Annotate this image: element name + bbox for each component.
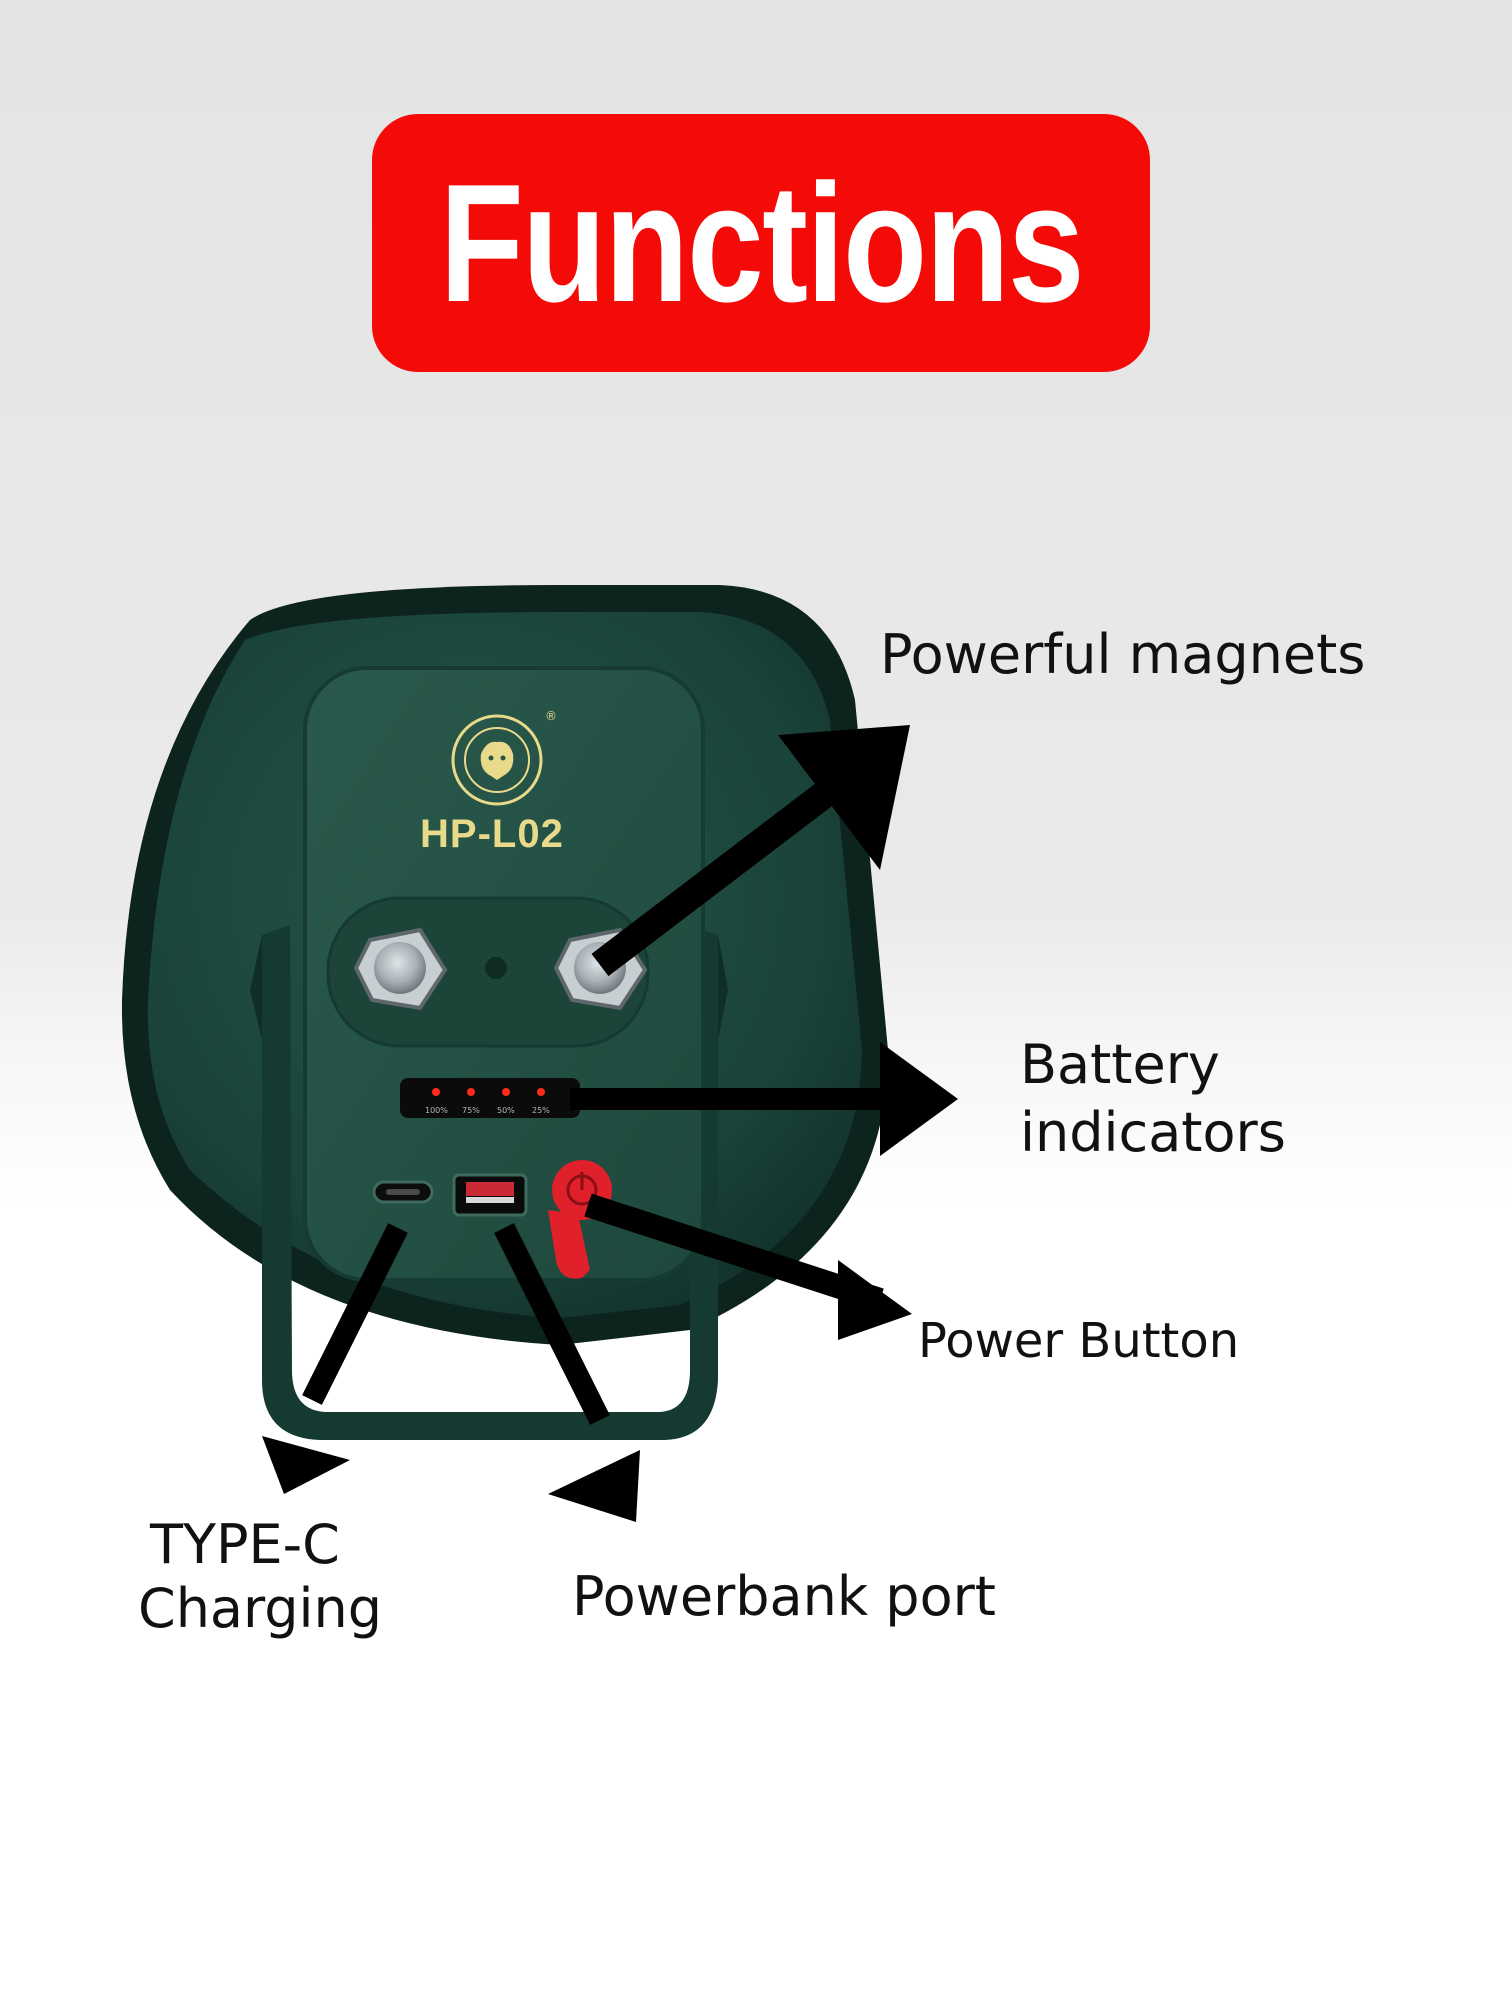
led-25: [537, 1088, 545, 1096]
arrow-powerbank: [494, 1223, 640, 1522]
arrow-power: [584, 1193, 912, 1340]
model-number: HP-L02: [420, 812, 564, 856]
brand-seal: ®: [451, 709, 557, 806]
label-typec-line2: Charging: [138, 1577, 383, 1640]
light-sensor: [485, 957, 507, 979]
arrow-typec: [262, 1223, 408, 1494]
banner-title: Functions: [439, 149, 1084, 337]
arrow-magnets: [591, 725, 910, 977]
svg-text:®: ®: [545, 709, 557, 723]
functions-banner: Functions: [372, 114, 1150, 372]
label-powerbank: Powerbank port: [572, 1565, 996, 1628]
label-battery-line2: indicators: [1020, 1101, 1286, 1164]
arrow-battery: [570, 1042, 958, 1156]
led-label-100: 100%: [425, 1106, 448, 1115]
led-label-50: 50%: [497, 1106, 515, 1115]
led-75: [467, 1088, 475, 1096]
label-battery-line1: Battery: [1020, 1033, 1220, 1096]
led-100: [432, 1088, 440, 1096]
label-power-button: Power Button: [918, 1313, 1240, 1369]
led-50: [502, 1088, 510, 1096]
led-label-75: 75%: [462, 1106, 480, 1115]
label-typec-line1: TYPE-C: [150, 1513, 340, 1576]
battery-indicator-strip: [400, 1078, 580, 1118]
led-label-25: 25%: [532, 1106, 550, 1115]
magnet-left-icon: [353, 927, 448, 1011]
label-magnets: Powerful magnets: [880, 623, 1366, 686]
